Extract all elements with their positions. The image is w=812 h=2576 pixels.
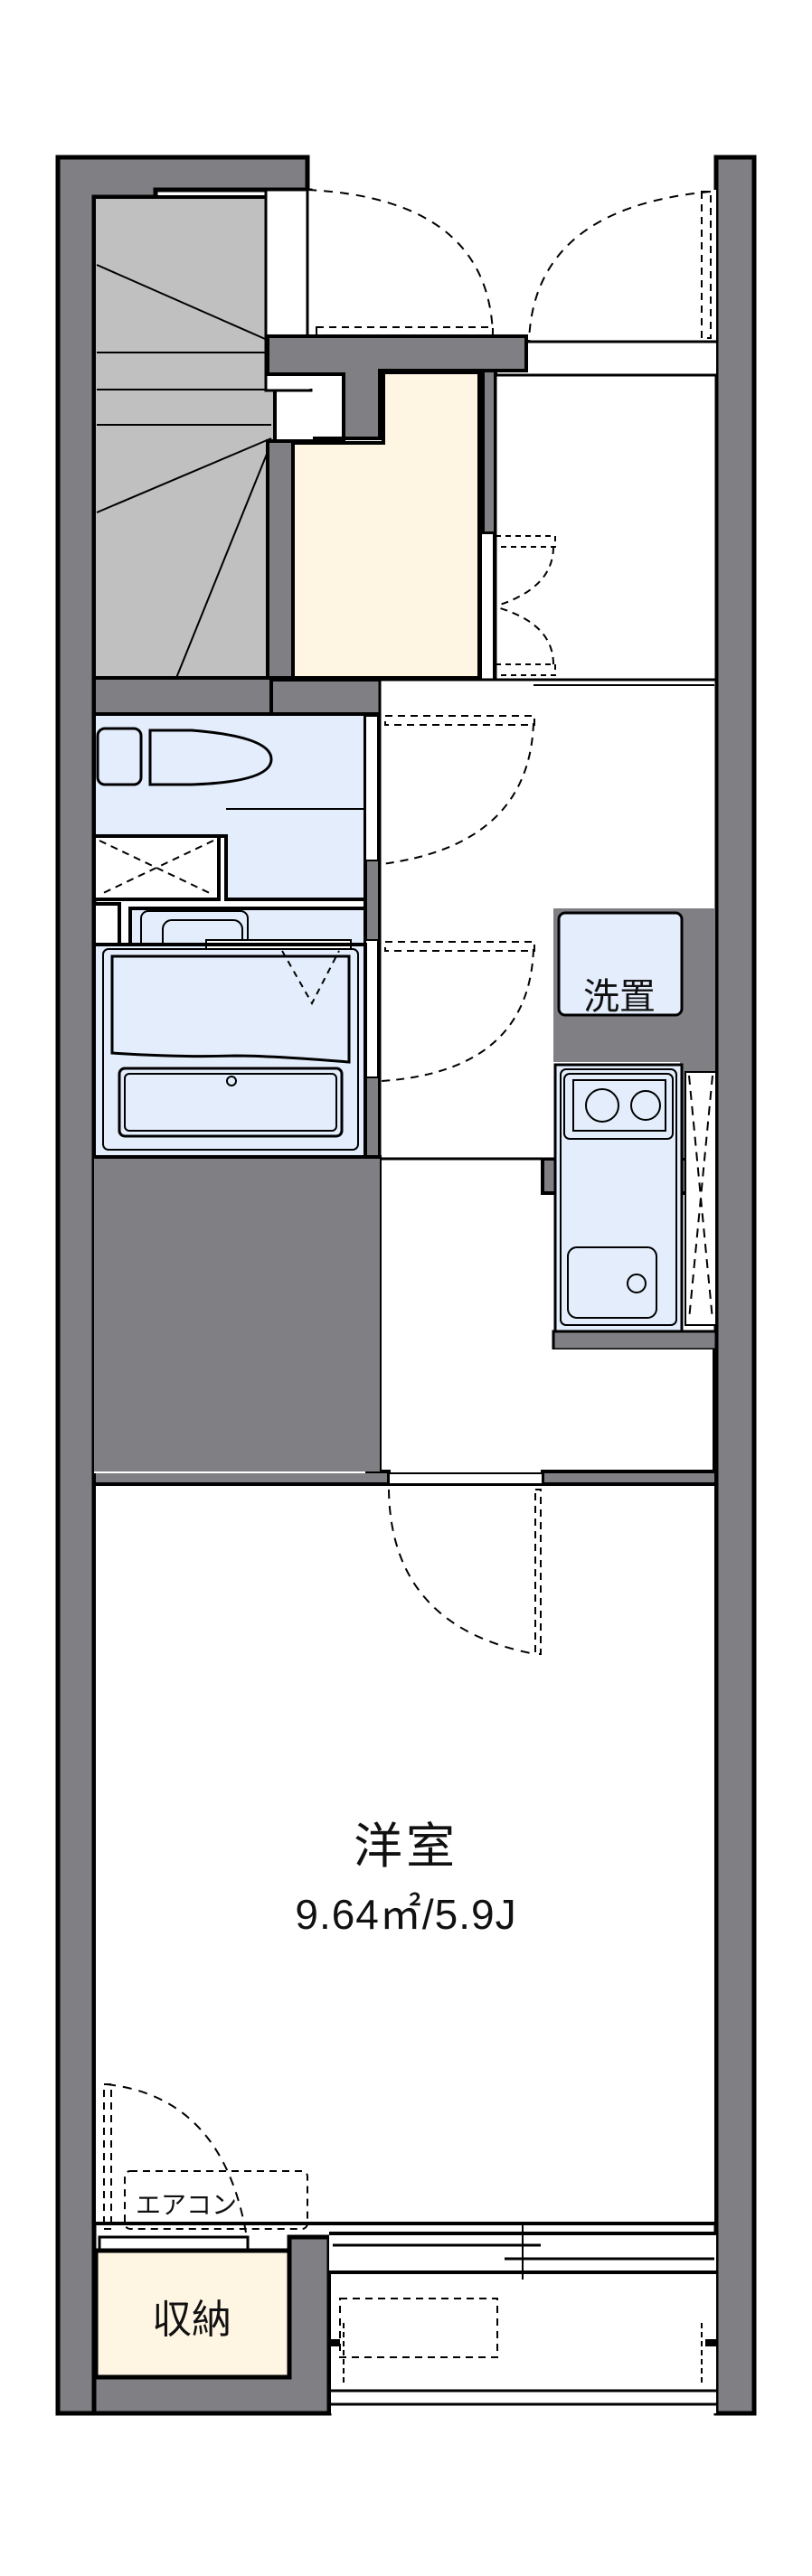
laundry-space-label: 洗置 [583, 976, 656, 1018]
closet-door-and-ac [103, 2083, 308, 2233]
shoe-storage [291, 371, 481, 680]
bathtub-icon [118, 1067, 344, 1138]
corridor [378, 1159, 716, 1485]
bathroom [92, 939, 367, 1159]
western-room [92, 1472, 718, 2225]
air-conditioner-outline [124, 2170, 308, 2230]
kitchen-counter [552, 1063, 718, 1351]
room-area-label: 9.64㎡/5.9J [295, 1891, 517, 1938]
storage-closet [93, 2235, 292, 2380]
pipe-space [92, 834, 221, 901]
staircase [92, 195, 277, 680]
washing-machine-space [557, 911, 684, 1017]
balcony [327, 2225, 716, 2413]
toilet-bowl-icon [148, 729, 273, 786]
toilet-room [92, 712, 535, 901]
room-name-label: 洋室 [354, 1818, 458, 1875]
bath-floor [110, 954, 351, 1064]
air-conditioner-label: エアコン [136, 2190, 238, 2220]
toilet-tank-icon [96, 727, 143, 786]
storage-label: 収納 [152, 2297, 231, 2343]
ac-outdoor-unit [339, 2298, 498, 2358]
closet-doors [480, 373, 718, 682]
